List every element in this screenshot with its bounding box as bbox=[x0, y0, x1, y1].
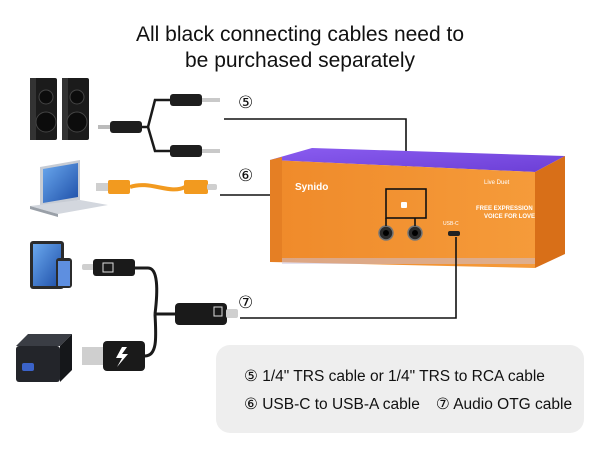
page-title: All black connecting cables need to be p… bbox=[0, 22, 600, 74]
usb-c-cable bbox=[96, 180, 217, 194]
device-slogan-1: FREE EXPRESSION bbox=[476, 206, 533, 212]
laptop-icon bbox=[30, 160, 108, 217]
speaker-icon bbox=[30, 78, 89, 140]
callout-7: ⑦ bbox=[238, 293, 254, 313]
power-bank-icon bbox=[16, 334, 72, 382]
legend-item-7: ⑦ Audio OTG cable bbox=[435, 396, 573, 413]
cable-legend: ⑤ 1/4" TRS cable or 1/4" TRS to RCA cabl… bbox=[216, 345, 584, 433]
legend-item-6: ⑥ USB-C to USB-A cable bbox=[244, 396, 420, 413]
device-brand: Synido bbox=[295, 182, 329, 193]
legend-item-5: ⑤ 1/4" TRS cable or 1/4" TRS to RCA cabl… bbox=[244, 368, 545, 385]
callout-5: ⑤ bbox=[238, 93, 254, 113]
title-line-1: All black connecting cables need to bbox=[135, 23, 465, 46]
legend-row-2: ⑥ USB-C to USB-A cable ⑦ Audio OTG cable bbox=[244, 395, 572, 414]
callout-6: ⑥ bbox=[238, 166, 254, 186]
trs-y-cable bbox=[98, 94, 220, 157]
device-port-label: USB-C bbox=[443, 221, 459, 227]
title-line-2: be purchased separately bbox=[185, 49, 415, 72]
lightning-icon bbox=[116, 347, 128, 367]
device-model: Live Duet bbox=[484, 180, 510, 186]
tablet-phone-icon bbox=[30, 241, 72, 289]
device-slogan-2: VOICE FOR LOVE bbox=[484, 214, 536, 220]
audio-interface-device bbox=[270, 148, 565, 268]
otg-cable bbox=[82, 259, 238, 371]
